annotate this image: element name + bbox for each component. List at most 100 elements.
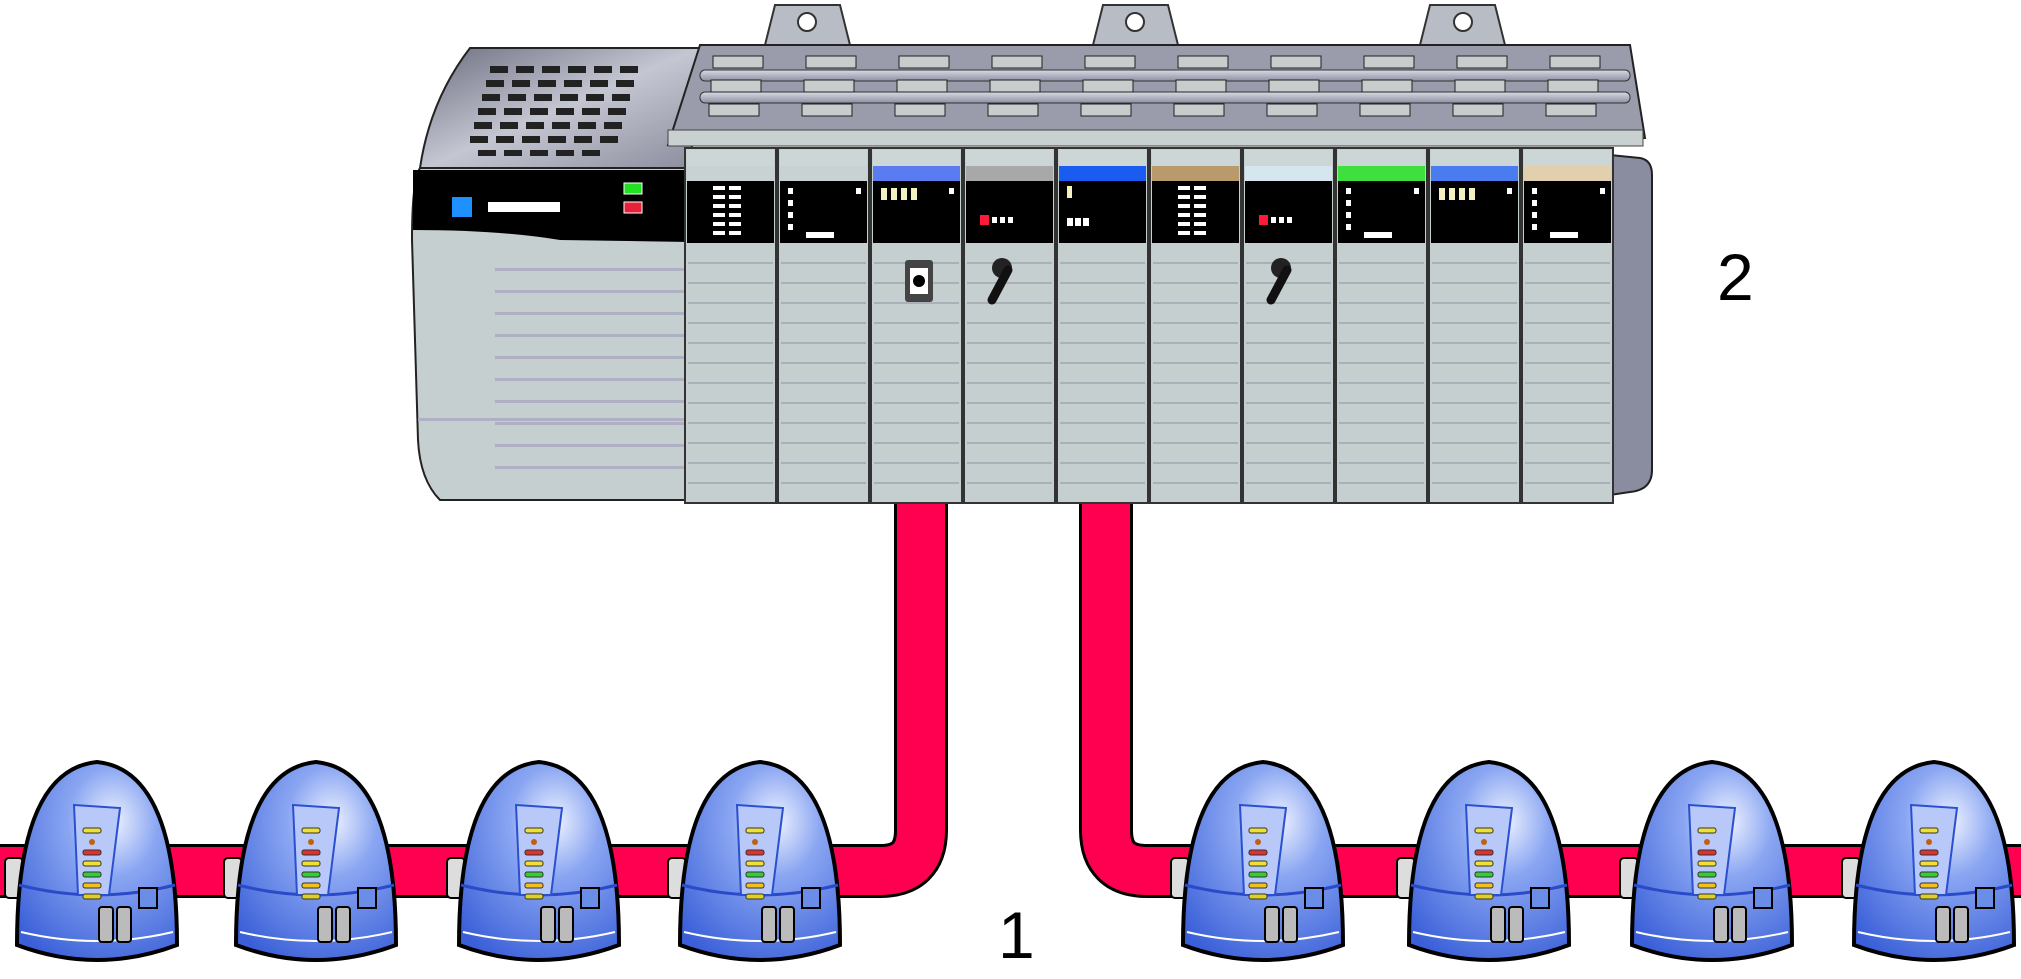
grille-line	[495, 422, 685, 425]
cable-gland-icon	[761, 906, 777, 943]
rail-connector	[1456, 55, 1508, 69]
device-indicator	[1255, 839, 1261, 845]
field-device	[1170, 759, 1346, 962]
module-rib	[1060, 482, 1145, 484]
module-rib	[1246, 382, 1331, 384]
grille-line	[418, 418, 688, 421]
module-rib	[1432, 262, 1517, 264]
module-rib	[688, 322, 773, 324]
module-rib	[1246, 402, 1331, 404]
module-rib	[874, 322, 959, 324]
status-led	[1083, 218, 1089, 226]
module-rib	[874, 402, 959, 404]
module-rib	[781, 422, 866, 424]
module-rib	[874, 482, 959, 484]
status-led	[713, 222, 725, 226]
status-led	[1194, 231, 1206, 235]
label-network: 1	[998, 898, 1035, 972]
module-rib	[1060, 342, 1145, 344]
status-led	[1178, 195, 1190, 199]
module-rib	[1432, 322, 1517, 324]
power-led-green	[623, 182, 643, 195]
device-led	[524, 882, 544, 889]
vent-slot	[612, 94, 630, 101]
device-seam	[462, 931, 616, 942]
device-led	[1248, 860, 1268, 867]
status-led	[788, 212, 793, 218]
module-rib	[688, 402, 773, 404]
vent-slot	[516, 66, 534, 73]
status-led	[788, 200, 793, 206]
status-led	[1532, 200, 1537, 206]
status-led	[729, 222, 741, 226]
rail-connector	[1082, 79, 1134, 93]
module-rib	[1246, 282, 1331, 284]
module-rib	[688, 302, 773, 304]
power-indicator-blue	[452, 197, 472, 217]
module-rib	[1525, 362, 1610, 364]
status-led	[1194, 222, 1206, 226]
device-led	[301, 860, 321, 867]
module-header-color	[1152, 166, 1239, 181]
status-led	[1178, 213, 1190, 217]
field-device	[4, 759, 180, 962]
status-led	[1550, 232, 1578, 238]
device-led	[1697, 871, 1717, 878]
status-led	[1067, 186, 1072, 198]
module-rib	[1432, 282, 1517, 284]
grille-line	[495, 268, 685, 271]
status-led	[1194, 186, 1206, 190]
vent-slot	[534, 94, 552, 101]
module-rib	[781, 382, 866, 384]
io-module	[1335, 147, 1428, 504]
module-rib	[1246, 442, 1331, 444]
status-led	[1439, 188, 1445, 200]
rail-connector	[896, 79, 948, 93]
module-rib	[1246, 302, 1331, 304]
plc-chassis	[410, 4, 1653, 504]
module-rib	[967, 322, 1052, 324]
module-rib	[1432, 342, 1517, 344]
device-led	[1919, 871, 1939, 878]
device-seam	[1412, 931, 1566, 942]
rail-connector	[987, 103, 1039, 117]
module-rib	[688, 422, 773, 424]
status-led	[788, 188, 793, 194]
module-rib	[1525, 382, 1610, 384]
mounting-brackets	[763, 4, 1507, 46]
field-device	[1841, 759, 2017, 962]
module-status-panel	[1245, 181, 1332, 243]
status-led	[1459, 188, 1465, 200]
module-rib	[874, 462, 959, 464]
cable-gland-icon	[1282, 906, 1298, 943]
grille-line	[495, 312, 685, 315]
status-led	[1532, 224, 1537, 230]
device-seam	[239, 931, 393, 942]
io-modules	[684, 147, 1614, 504]
device-led	[301, 849, 321, 856]
power-supply-grille	[418, 268, 688, 469]
status-led	[1532, 212, 1537, 218]
network-cables	[0, 503, 2021, 898]
grille-line	[495, 356, 685, 359]
module-rib	[781, 262, 866, 264]
device-led	[1919, 882, 1939, 889]
module-rib	[967, 402, 1052, 404]
grille-line	[495, 334, 685, 337]
cable-gland-icon	[558, 906, 574, 943]
device-led	[1919, 827, 1939, 834]
module-rib	[1432, 302, 1517, 304]
vent-slot	[586, 94, 604, 101]
cable-gland-icon	[1508, 906, 1524, 943]
cable-gland-icon	[317, 906, 333, 943]
module-rib	[688, 462, 773, 464]
device-led	[1919, 893, 1939, 900]
module-header-color	[873, 166, 960, 181]
status-led	[1008, 217, 1013, 223]
vent-slot	[600, 136, 618, 143]
status-led	[1075, 218, 1081, 226]
device-indicator	[752, 839, 758, 845]
module-rib	[1339, 262, 1424, 264]
device-led	[82, 882, 102, 889]
module-rib	[688, 282, 773, 284]
